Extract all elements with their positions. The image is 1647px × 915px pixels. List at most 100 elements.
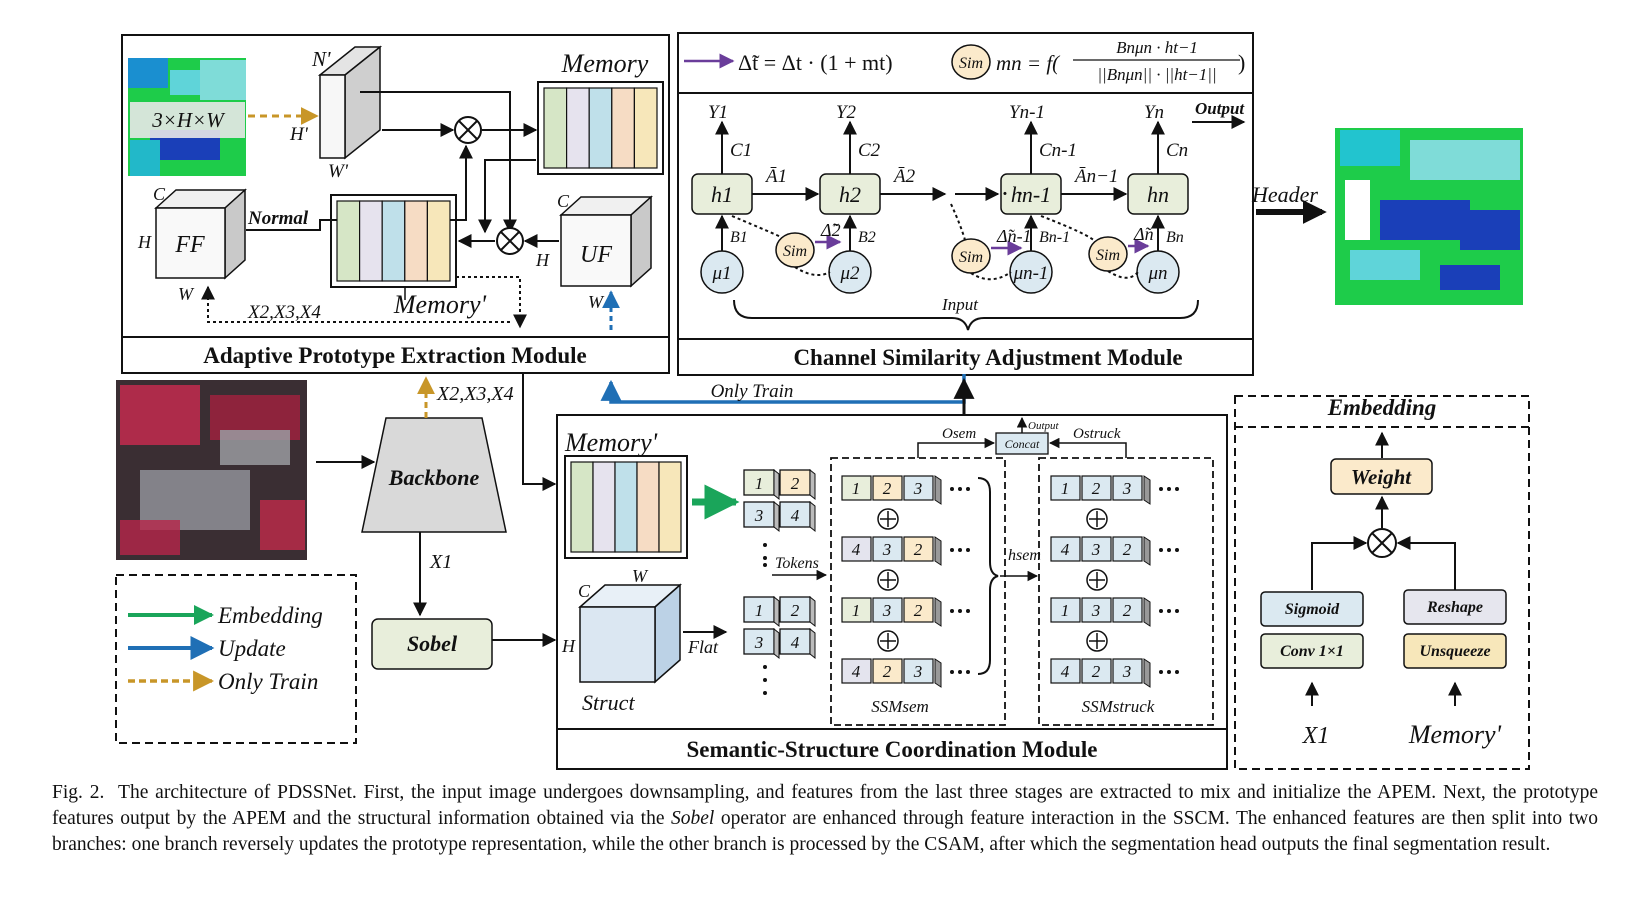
output-y-label: Y1: [708, 102, 728, 123]
input-dims-label: 3×H×W: [151, 108, 226, 132]
ssm-cell-number: 3: [882, 601, 892, 620]
ssm-cell: [903, 658, 934, 684]
memory-bank: [537, 81, 664, 175]
ssm-cell-number: 2: [1123, 540, 1132, 559]
unsqueeze-label: Unsqueeze: [1419, 643, 1490, 660]
token-number: 2: [791, 474, 800, 493]
caption-part2: operator are enhanced through feature in…: [52, 808, 1598, 855]
token-number: 2: [791, 601, 800, 620]
ssm-cell-number: 1: [1061, 479, 1070, 498]
prototype-mu-label: μ2: [839, 263, 860, 284]
memory-prime-stripes: [336, 200, 451, 282]
main-x234-label: X2,X3,X4: [436, 383, 514, 405]
ssm-cell: [1112, 536, 1143, 562]
sscm-memory-stripe: [636, 461, 660, 553]
b-matrix-label: Bn: [1166, 229, 1184, 246]
formula-delta: Δ̃t = Δt · (1 + mt): [738, 50, 893, 75]
ssm-cell: [872, 536, 903, 562]
token-number: 1: [755, 601, 764, 620]
caption-part1: The architecture of PDSSNet. First, the …: [52, 782, 1599, 829]
embedding-module: Embedding Weight Sigmoid Conv 1×1 Reshap…: [1234, 395, 1530, 770]
csam-module: Channel Similarity Adjustment Module Δ̃t…: [677, 32, 1254, 376]
csam-chain: h1Y1C1μ1B1Ā1h2Y2C2μ2B2Ā2hn-1Yn-1Cn-1μn-1…: [691, 102, 1189, 294]
token-number: 1: [755, 474, 764, 493]
legend-label: Embedding: [217, 603, 323, 628]
ssm-sem-box: [830, 457, 1006, 726]
ssm-cell-number: 1: [1061, 601, 1070, 620]
backbone-label: Backbone: [388, 465, 480, 490]
ssm-cell: [1112, 658, 1143, 684]
b-matrix-label: Bn-1: [1039, 229, 1070, 246]
ssm-cell: [1081, 475, 1112, 501]
caption-sobel: Sobel: [671, 808, 715, 829]
conv-label: Conv 1×1: [1280, 643, 1344, 660]
weight-label: Weight: [1351, 465, 1412, 489]
ssm-cell-number: 4: [1061, 540, 1070, 559]
uf-c-label: C: [557, 191, 570, 211]
hidden-state-label: h1: [711, 182, 733, 207]
ssm-cell: [903, 597, 934, 623]
sim-label-formula: Sim: [959, 55, 983, 72]
formula-m-lhs: mn = f(: [996, 51, 1061, 75]
sim-label: Sim: [783, 243, 807, 260]
ssm-cell: [1050, 658, 1081, 684]
token-number: 3: [754, 633, 764, 652]
backbone-block: [361, 417, 507, 533]
satellite-input-image: [116, 380, 307, 560]
ssm-cell: [841, 658, 872, 684]
embedding-x1-label: X1: [1302, 723, 1330, 749]
apem-title: Adaptive Prototype Extraction Module: [203, 343, 587, 368]
memory-stripes: [543, 87, 658, 169]
ssm-cell-number: 3: [913, 662, 923, 681]
sim-op-formula: [951, 44, 991, 80]
ff-cube: [154, 188, 247, 280]
a-matrix-label: Ā2: [892, 166, 916, 187]
uf-label: UF: [580, 242, 612, 268]
sim-label: Sim: [959, 249, 983, 266]
ssm-cell-number: 2: [883, 662, 892, 681]
ssm-cell: [1050, 475, 1081, 501]
formula-m-den: ||Bnμn|| · ||ht−1||: [1097, 65, 1216, 84]
memory-prime-stripe: [336, 200, 361, 282]
legend-label: Update: [218, 636, 286, 661]
ssm-cell: [841, 597, 872, 623]
sscm-memory-prime-label: Memory': [564, 428, 658, 457]
sscm-memory-stripe: [570, 461, 594, 553]
memory-prime-stripe: [404, 200, 428, 282]
ssm-struck-box: [1038, 457, 1214, 726]
ssm-cell-number: 3: [1122, 479, 1132, 498]
sobel-label: Sobel: [407, 631, 458, 656]
formula-m-rhs: ): [1238, 50, 1245, 75]
ssm-cell: [903, 536, 934, 562]
output-y-label: Yn-1: [1009, 102, 1045, 123]
ssm-cell-number: 1: [852, 479, 861, 498]
struct-h-label: H: [561, 636, 576, 656]
c-matrix-label: C2: [858, 140, 881, 161]
reshape-block: [1403, 589, 1507, 625]
memory-stripe: [565, 87, 590, 169]
ssm-sem-label: SSMsem: [871, 697, 929, 716]
ssm-cell-number: 1: [852, 601, 861, 620]
tokens-label: Tokens: [775, 555, 819, 572]
ssm-cell-number: 2: [914, 601, 923, 620]
prototype-mu-label: μn: [1147, 263, 1167, 284]
ssm-cell-number: 2: [1092, 662, 1101, 681]
sim-op: [1088, 236, 1128, 272]
sscm-memory-stripe: [614, 461, 638, 553]
embedding-title: Embedding: [1327, 395, 1437, 420]
hidden-state-label: h2: [839, 182, 861, 207]
unsqueeze-block: [1403, 633, 1507, 669]
concat-output-label: Output: [1028, 420, 1060, 432]
ssm-struck-label: SSMstruck: [1082, 697, 1155, 716]
sim-op: [775, 232, 815, 268]
a-matrix-label: Ā1: [764, 166, 787, 187]
hidden-state-label: hn: [1147, 182, 1169, 207]
apem-module: Adaptive Prototype Extraction Module 3×H…: [121, 34, 670, 374]
token-number: 3: [754, 506, 764, 525]
prototype-mu-label: μn-1: [1013, 263, 1049, 284]
sim-label: Sim: [1096, 247, 1120, 264]
ssm-cell-number: 2: [1123, 601, 1132, 620]
sobel-block: [371, 618, 493, 670]
ssm-cell-number: 3: [1122, 662, 1132, 681]
